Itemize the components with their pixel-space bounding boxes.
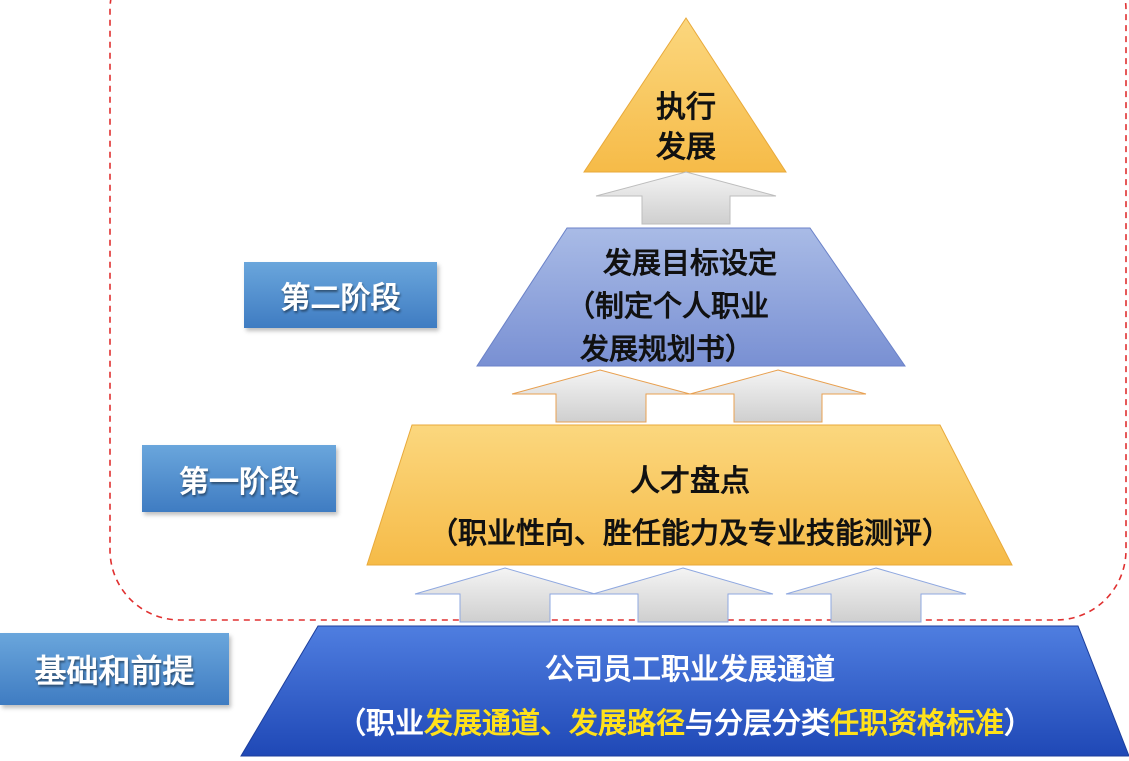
base-line2-part5: ） — [1004, 706, 1034, 740]
foundation-label: 基础和前提 — [0, 633, 229, 705]
stage2-label: 第二阶段 — [244, 262, 437, 328]
level2-line1: 发展目标设定 — [602, 246, 777, 280]
base-line2-highlight1: 发展通道、发展路径 — [423, 706, 685, 740]
top-line1: 执行 — [656, 90, 716, 125]
level1-line1: 人才盘点 — [630, 464, 750, 499]
arrow-up-icon — [592, 567, 774, 623]
pyramid-level1-trapezoid — [366, 424, 1013, 566]
arrow-up-icon — [785, 567, 967, 623]
pyramid-level2-trapezoid — [476, 227, 906, 367]
arrow-up-icon — [511, 369, 691, 423]
arrow-up-icon — [595, 171, 777, 225]
base-line1: 公司员工职业发展通道 — [544, 652, 835, 686]
base-line2-part3: 与分层分类 — [684, 706, 830, 740]
base-line2-highlight2: 任职资格标准 — [830, 706, 1005, 740]
arrow-up-icon — [689, 369, 867, 423]
pyramid-base-trapezoid — [240, 625, 1129, 757]
arrow-up-icon — [414, 567, 596, 623]
dashed-frame — [109, 0, 1127, 621]
base-line2: （职业发展通道、发展路径与分层分类任职资格标准） — [250, 700, 1120, 742]
level2-line3: 发展规划书） — [580, 332, 755, 366]
level1-line2: （职业性向、胜任能力及专业技能测评） — [428, 516, 951, 550]
stage1-label: 第一阶段 — [142, 445, 336, 512]
level2-line2: （制定个人职业 — [566, 289, 770, 323]
base-line2-part1: （职业 — [336, 706, 424, 740]
top-line2: 发展 — [656, 130, 716, 165]
